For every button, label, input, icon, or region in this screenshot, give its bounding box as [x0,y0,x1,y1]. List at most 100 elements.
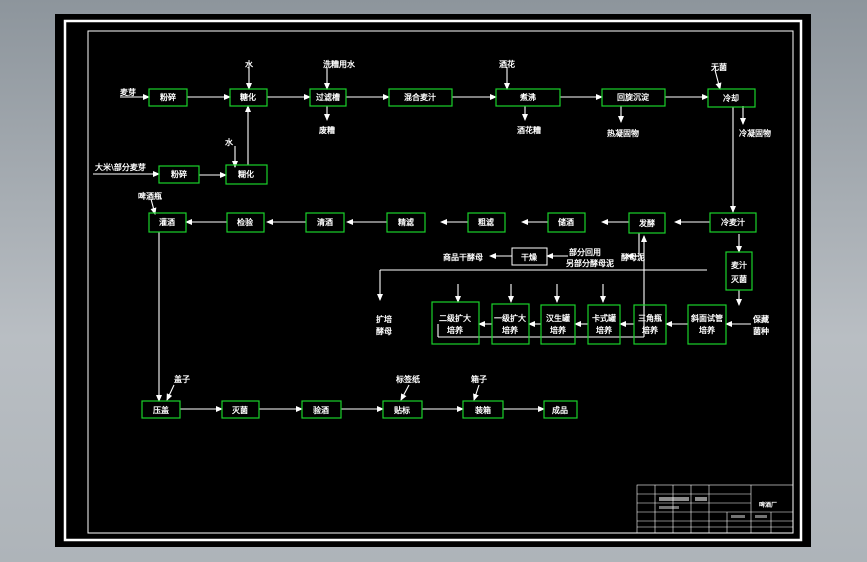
label-malt: 麦芽 [120,87,136,97]
node-storage: 储酒 [557,217,574,227]
box-carlsberg-flask [587,304,621,345]
node-mixed-wort: 混合麦汁 [404,92,436,102]
box-clear-beer [305,212,345,233]
label-expand-yeast-2: 酵母 [376,326,392,336]
label-strain-2: 菌种 [753,326,769,336]
box-whirlpool [601,88,666,107]
label-spent-grain: 废糟 [319,125,335,135]
node-second-expansion-2: 培养 [447,325,463,335]
label-hop-residue: 酒花糟 [517,125,541,135]
box-beer-check [301,400,342,419]
box-boiling [495,88,561,107]
node-rough-filter: 粗滤 [478,217,494,227]
box-adjunct-milling [158,165,200,184]
label-hops: 酒花 [499,59,515,69]
label-hot-trub: 热凝固物 [607,128,639,138]
box-fine-filter [386,212,426,233]
label-cold-trub: 冷凝固物 [739,128,771,138]
node-hansen-tank-2: 培养 [550,325,566,335]
node-gelatinization: 糊化 [238,169,254,179]
node-carlsberg-flask-1: 卡式罐 [592,313,616,323]
box-rough-filter [467,212,506,233]
node-fine-filter: 精滤 [398,217,414,227]
label-label-paper: 标签纸 [395,374,420,384]
label-beer-bottle: 啤酒瓶 [138,191,162,201]
box-drying [511,247,548,266]
box-packing [462,400,504,419]
flow-connectors [93,67,751,412]
box-product [543,400,578,419]
node-lauter: 过滤槽 [316,92,340,102]
label-sterile-air: 无菌 [710,62,727,72]
box-capping [141,400,181,419]
box-pasteurize [221,400,260,419]
node-clear-beer: 清酒 [317,217,333,227]
node-pasteurize: 灭菌 [231,405,248,415]
node-product: 成品 [552,405,568,415]
node-drying: 干燥 [521,252,538,262]
node-wort-sterilize-2: 灭菌 [730,274,747,284]
inner-frame [87,30,794,534]
label-product-yeast: 商品干酵母 [443,252,483,262]
outer-frame [63,19,803,542]
label-recycle-2: 另部分酵母泥 [566,258,614,268]
title-block: 啤酒厂 [636,484,794,534]
label-yeast-mud: 酵母泥 [621,252,645,262]
box-wort-sterilize [725,251,753,291]
node-filling: 灌酒 [159,217,175,227]
box-storage [547,212,586,233]
node-boiling: 煮沸 [519,92,536,102]
box-triangle-flask [633,304,667,345]
process-boxes [141,88,757,419]
label-wash-water: 洗糟用水 [323,59,356,69]
node-mashing: 糖化 [240,92,256,102]
box-fermentation [628,212,666,234]
node-slant-tube-2: 培养 [699,325,715,335]
box-inspection [226,212,265,233]
box-slant-tube [687,304,727,345]
box-cooling [707,88,756,108]
box-mashing [229,88,268,107]
drawing-sheet: 粉碎 糖化 过滤槽 混合麦汁 煮沸 回旋沉淀 冷却 粉碎 糊化 冷麦汁 发酵 储… [55,14,811,547]
node-cooling: 冷却 [723,93,739,103]
process-flow-diagram: 粉碎 糖化 过滤槽 混合麦汁 煮沸 回旋沉淀 冷却 粉碎 糊化 冷麦汁 发酵 储… [63,19,803,542]
node-second-expansion-1: 二级扩大 [439,313,471,323]
label-water-2: 水 [224,137,234,147]
label-water: 水 [244,59,254,69]
node-labeling: 贴标 [394,405,410,415]
label-rice-adjunct: 大米\部分麦芽 [95,162,146,172]
node-carlsberg-flask-2: 培养 [596,325,612,335]
label-expand-yeast-1: 扩培 [376,314,392,324]
node-inspection: 检验 [237,217,254,227]
node-triangle-flask-2: 培养 [642,325,658,335]
titleblock-logo: 啤酒厂 [759,501,777,509]
label-caps: 盖子 [174,374,190,384]
node-milling: 粉碎 [160,92,176,102]
label-strain-1: 保藏 [752,314,769,324]
box-filling [148,212,187,233]
node-first-expansion-1: 一级扩大 [494,313,526,323]
node-wort-sterilize-1: 麦汁 [731,260,747,270]
node-packing: 装箱 [474,405,491,415]
node-beer-check: 验酒 [313,405,329,415]
node-whirlpool: 回旋沉淀 [617,92,650,102]
box-gelatinization [225,164,268,185]
box-mixed-wort [388,88,453,107]
node-first-expansion-2: 培养 [502,325,518,335]
node-triangle-flask-1: 三角瓶 [638,313,662,323]
box-hansen-tank [540,304,576,345]
box-cold-wort [709,212,757,233]
label-cartons: 箱子 [471,374,487,384]
node-cold-wort: 冷麦汁 [721,217,745,227]
node-hansen-tank-1: 汉生罐 [546,313,570,323]
box-second-expansion [431,301,480,345]
box-labeling [382,400,423,419]
node-capping: 压盖 [153,405,169,415]
node-slant-tube-1: 斜面试管 [690,313,723,323]
box-milling [148,88,188,107]
box-lauter [309,88,347,107]
node-fermentation: 发酵 [638,218,655,228]
label-recycle-1: 部分回用 [569,247,601,257]
node-adjunct-milling: 粉碎 [171,169,187,179]
box-first-expansion [491,303,530,345]
